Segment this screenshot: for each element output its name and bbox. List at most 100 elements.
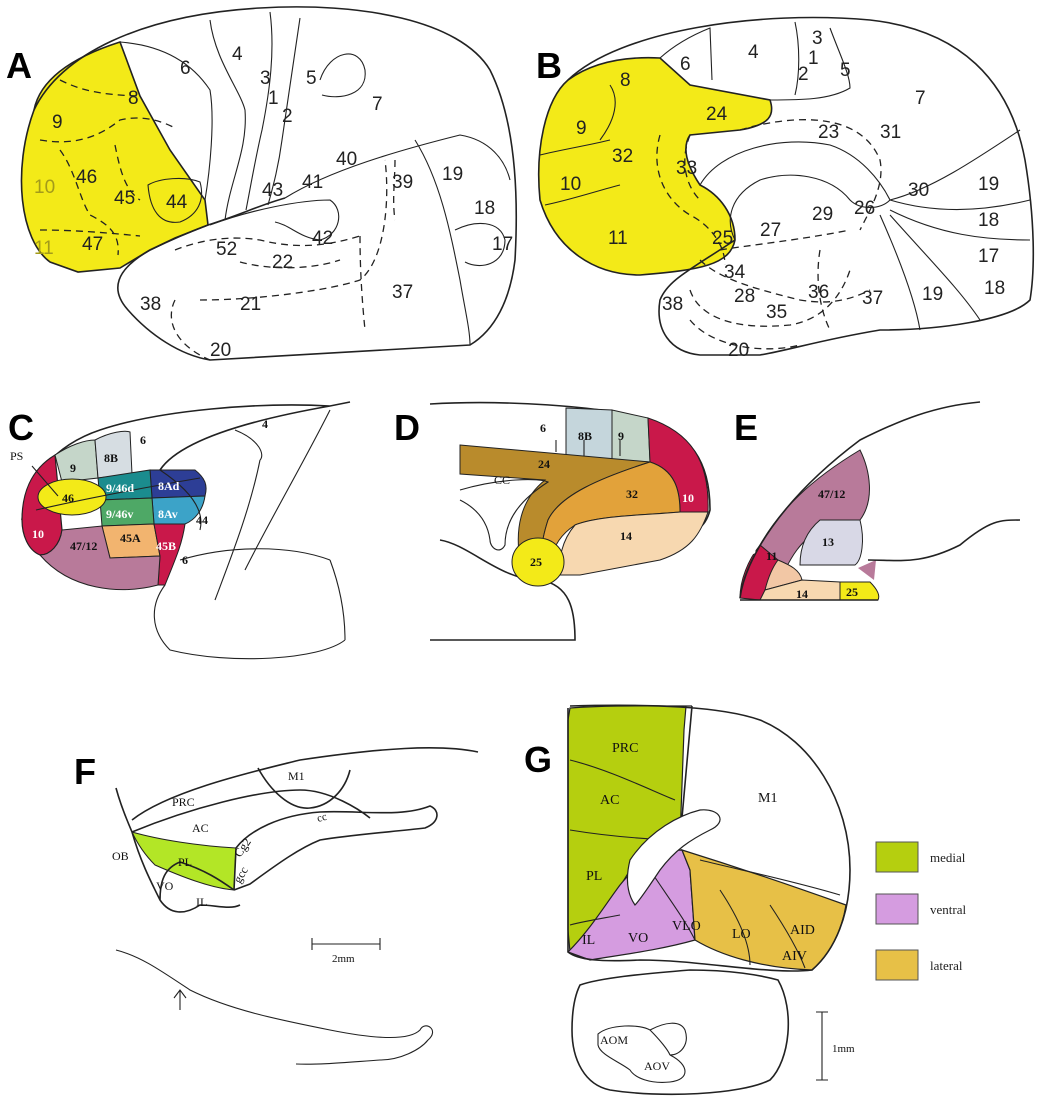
label-c-6-bottom: 6 [182, 553, 188, 567]
region-e-purple-tip [858, 560, 876, 580]
label-f-il: IL [196, 895, 207, 909]
area-9: 9 [52, 112, 63, 133]
label-g-vo: VO [628, 931, 648, 946]
area-b-31: 31 [880, 122, 901, 143]
area-b-9: 9 [576, 118, 587, 139]
label-c-10: 10 [32, 527, 44, 541]
label-c-8ad: 8Ad [158, 479, 180, 493]
area-46: 46 [76, 167, 97, 188]
sulcus-b5 [890, 200, 1030, 209]
area-b-17: 17 [978, 246, 999, 267]
area-b-19-lower: 19 [922, 284, 943, 305]
panel-g-letter: G [524, 739, 552, 780]
area-b-35: 35 [766, 302, 787, 323]
legend: medial ventral lateral [876, 842, 966, 980]
panel-f-letter: F [74, 751, 96, 792]
label-g-prc: PRC [612, 741, 638, 756]
label-c-45a: 45A [120, 531, 141, 545]
area-43: 43 [262, 180, 283, 201]
label-g-pl: PL [586, 869, 602, 884]
region-9 [55, 440, 98, 482]
area-b-36: 36 [808, 282, 829, 303]
area-b-32: 32 [612, 146, 633, 167]
area-20: 20 [210, 340, 231, 361]
area-1: 1 [268, 88, 279, 109]
label-c-4: 4 [262, 417, 268, 431]
area-5: 5 [306, 68, 317, 89]
scalebar-g [816, 1012, 828, 1080]
label-ps: PS [10, 449, 23, 463]
area-b-7: 7 [915, 88, 926, 109]
area-41: 41 [302, 172, 323, 193]
legend-swatch-medial [876, 842, 918, 872]
label-c-6-top: 6 [140, 433, 146, 447]
area-b-37: 37 [862, 288, 883, 309]
area-39: 39 [392, 172, 413, 193]
area-b-8: 8 [620, 70, 631, 91]
area-3: 3 [260, 68, 271, 89]
label-g-m1: M1 [758, 791, 777, 806]
area-2: 2 [282, 106, 293, 127]
panel-e-letter: E [734, 407, 758, 448]
label-d-10: 10 [682, 491, 694, 505]
area-b-27: 27 [760, 220, 781, 241]
area-b-23: 23 [818, 122, 839, 143]
area-40: 40 [336, 149, 357, 170]
label-d-9: 9 [618, 429, 624, 443]
panel-b-letter: B [536, 45, 562, 86]
prefrontal-region-medial [539, 58, 772, 275]
area-38: 38 [140, 294, 161, 315]
area-b-34: 34 [724, 262, 746, 283]
label-c-46: 46 [62, 491, 74, 505]
label-c-44: 44 [196, 513, 208, 527]
area-6: 6 [180, 58, 191, 79]
area-b-3: 3 [812, 28, 823, 49]
arrow-f [174, 990, 186, 1010]
scalebar-f [312, 938, 380, 950]
panel-d: D 6 8B 9 24 CC 32 10 14 25 [394, 403, 710, 640]
label-e-13: 13 [822, 535, 834, 549]
area-52: 52 [216, 239, 237, 260]
area-45: 45 [114, 188, 135, 209]
area-7: 7 [372, 94, 383, 115]
area-b-4: 4 [748, 42, 759, 63]
area-b-6: 6 [680, 54, 691, 75]
label-d-14: 14 [620, 529, 632, 543]
panel-e: E 47/12 13 10 11 14 25 [734, 402, 1020, 601]
area-b-33: 33 [676, 158, 697, 179]
area-b-2: 2 [798, 64, 809, 85]
label-d-8b: 8B [578, 429, 592, 443]
label-e-10: 10 [744, 543, 756, 557]
area-b-11: 11 [608, 228, 628, 249]
area-b-30: 30 [908, 180, 929, 201]
legend-label-medial: medial [930, 850, 966, 865]
label-f-vo: VO [156, 879, 174, 893]
sulcus-a5 [320, 54, 365, 97]
panel-a-letter: A [6, 45, 32, 86]
area-10: 10 [34, 177, 55, 198]
area-b-24: 24 [706, 104, 728, 125]
panel-c-letter: C [8, 407, 34, 448]
rat-lower-outline-f [116, 950, 433, 1064]
area-37: 37 [392, 282, 413, 303]
area-b-38: 38 [662, 294, 683, 315]
dash-a10 [360, 236, 365, 330]
label-d-32: 32 [626, 487, 638, 501]
scale-label-f: 2mm [332, 953, 355, 965]
area-19: 19 [442, 164, 463, 185]
legend-swatch-ventral [876, 894, 918, 924]
area-b-5: 5 [840, 60, 851, 81]
area-b-26: 26 [854, 198, 875, 219]
legend-label-ventral: ventral [930, 902, 966, 917]
dash-b4 [720, 230, 850, 250]
sulcus-b6 [890, 210, 1030, 240]
area-b-10: 10 [560, 174, 581, 195]
region-g-lateral [682, 850, 846, 970]
label-d-24: 24 [538, 457, 550, 471]
area-21: 21 [240, 294, 261, 315]
label-c-9-46v: 9/46v [106, 507, 133, 521]
label-c-8av: 8Av [158, 507, 178, 521]
area-8: 8 [128, 88, 139, 109]
sulcus-b8 [880, 215, 920, 330]
